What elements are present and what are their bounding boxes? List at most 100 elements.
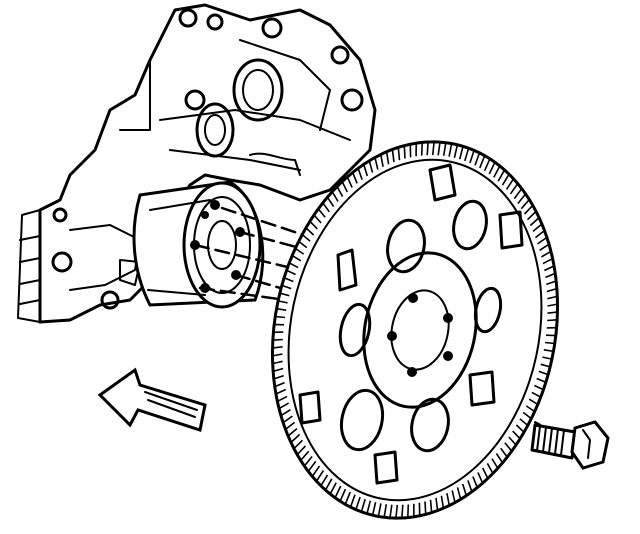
gear-tooth xyxy=(446,493,451,506)
gear-tooth xyxy=(322,202,330,213)
gear-tooth xyxy=(296,445,307,456)
gear-tooth xyxy=(420,142,423,156)
gear-tooth xyxy=(440,495,445,509)
gear-tooth xyxy=(442,142,447,156)
gear-tooth xyxy=(525,405,536,413)
gear-tooth xyxy=(504,442,513,452)
gear-tooth xyxy=(431,141,435,156)
gear-tooth xyxy=(538,370,549,376)
gear-tooth xyxy=(547,311,558,314)
gear-tooth xyxy=(529,217,540,227)
gear-tooth xyxy=(401,504,404,519)
gear-tooth xyxy=(286,269,296,276)
gear-tooth xyxy=(371,502,377,516)
gear-tooth xyxy=(331,191,339,202)
gear-tooth xyxy=(395,504,399,519)
gear-tooth xyxy=(279,292,290,297)
gear-tooth xyxy=(317,208,326,218)
gear-tooth xyxy=(508,436,517,446)
gear-tooth xyxy=(539,243,550,251)
gear-tooth xyxy=(282,415,293,424)
gear-tooth xyxy=(512,430,521,440)
gear-tooth xyxy=(294,247,305,255)
gear-tooth xyxy=(495,453,504,464)
gear-tooth xyxy=(276,307,287,311)
gear-tooth xyxy=(481,467,489,479)
gear-tooth xyxy=(313,214,322,224)
gear-tooth xyxy=(368,160,374,173)
gear-tooth xyxy=(532,223,543,233)
gear-tooth xyxy=(547,303,558,307)
gear-tooth xyxy=(315,470,325,482)
gear-tooth xyxy=(545,272,556,279)
gear-tooth xyxy=(379,154,384,167)
gear-tooth xyxy=(391,149,395,163)
gear-tooth xyxy=(501,173,510,186)
gear-tooth xyxy=(523,204,534,215)
gear-tooth xyxy=(488,161,496,175)
gear-tooth xyxy=(435,497,439,511)
gear-tooth xyxy=(307,460,317,472)
gear-tooth xyxy=(288,262,299,269)
gear-tooth xyxy=(542,257,553,265)
gear-tooth xyxy=(477,472,484,484)
gear-tooth xyxy=(277,395,288,403)
gear-tooth xyxy=(509,183,519,195)
gear-tooth xyxy=(272,338,283,341)
gear-tooth xyxy=(383,504,388,518)
crankshaft-flange-icon xyxy=(132,180,265,309)
gear-tooth xyxy=(397,147,401,161)
gear-tooth xyxy=(534,229,545,239)
gear-tooth xyxy=(277,300,288,304)
gear-tooth xyxy=(311,465,321,477)
gear-tooth xyxy=(301,233,311,242)
gear-tooth xyxy=(546,280,557,286)
gear-tooth xyxy=(291,254,302,262)
gear-tooth xyxy=(303,455,313,467)
gear-tooth xyxy=(542,356,553,360)
gear-tooth xyxy=(346,176,353,188)
gear-tooth xyxy=(275,388,287,395)
gear-tooth xyxy=(285,421,296,431)
gear-tooth xyxy=(283,277,294,283)
gear-tooth xyxy=(272,360,283,365)
gear-tooth xyxy=(517,193,527,205)
gear-tooth xyxy=(339,488,347,502)
gear-tooth xyxy=(360,498,366,513)
gear-tooth xyxy=(474,152,481,166)
gear-tooth xyxy=(500,447,508,458)
gear-tooth xyxy=(403,145,406,159)
gear-tooth xyxy=(456,487,462,500)
gear-tooth xyxy=(374,157,379,170)
gear-tooth xyxy=(467,480,473,493)
gear-tooth xyxy=(461,483,468,496)
gear-tooth xyxy=(305,227,315,236)
gear-tooth xyxy=(351,172,358,184)
gear-tooth xyxy=(281,284,292,290)
gear-tooth xyxy=(519,418,529,427)
gear-tooth xyxy=(424,501,427,515)
gear-tooth xyxy=(522,411,532,420)
gear-tooth xyxy=(448,143,453,157)
gear-tooth xyxy=(520,199,530,210)
bolt-icon xyxy=(530,420,610,470)
gear-tooth xyxy=(280,409,291,417)
gear-tooth xyxy=(544,341,555,345)
gear-tooth xyxy=(513,188,523,200)
gear-tooth xyxy=(336,186,344,197)
gear-tooth xyxy=(437,141,441,156)
gear-tooth xyxy=(540,250,552,258)
gear-tooth xyxy=(355,496,361,510)
gear-tooth xyxy=(341,181,349,193)
gear-tooth xyxy=(451,490,456,503)
gear-tooth xyxy=(472,476,479,488)
gear-tooth xyxy=(275,315,286,319)
gear-tooth xyxy=(464,147,470,162)
gear-tooth xyxy=(534,384,544,391)
arrow-front-icon xyxy=(97,367,207,432)
gear-tooth xyxy=(547,319,558,322)
gear-tooth xyxy=(290,433,301,443)
gear-tooth xyxy=(537,236,548,245)
